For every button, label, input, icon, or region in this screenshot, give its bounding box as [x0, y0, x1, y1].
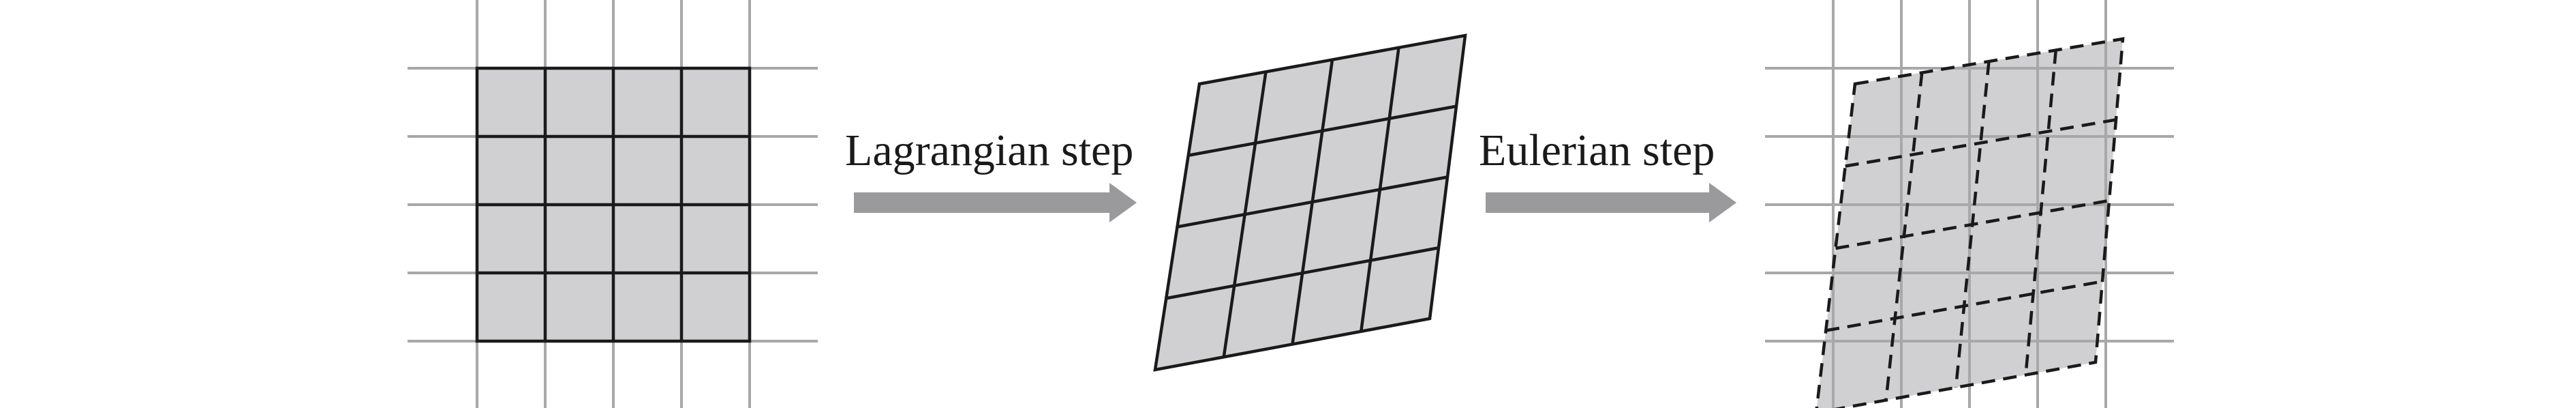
- deformed-mesh-lines: [1165, 47, 1457, 358]
- remapped-mesh-dashed-lines: [1815, 37, 2125, 408]
- deformed-mesh-panel: [1153, 33, 1467, 372]
- remapped-mesh-panel: [1765, 0, 2174, 408]
- lagrangian-arrow-shape: [854, 183, 1137, 222]
- eulerian-step-arrow: Eulerian step: [1479, 126, 1736, 222]
- eulerian-arrow-shape: [1486, 183, 1736, 222]
- lagrangian-step-label: Lagrangian step: [845, 126, 1133, 175]
- eulerian-step-label: Eulerian step: [1479, 126, 1715, 175]
- lagrangian-step-arrow: Lagrangian step: [845, 126, 1137, 222]
- remapped-background-grid: [1765, 0, 2174, 408]
- initial-mesh-lines: [475, 66, 752, 343]
- initial-mesh-panel: [408, 0, 818, 408]
